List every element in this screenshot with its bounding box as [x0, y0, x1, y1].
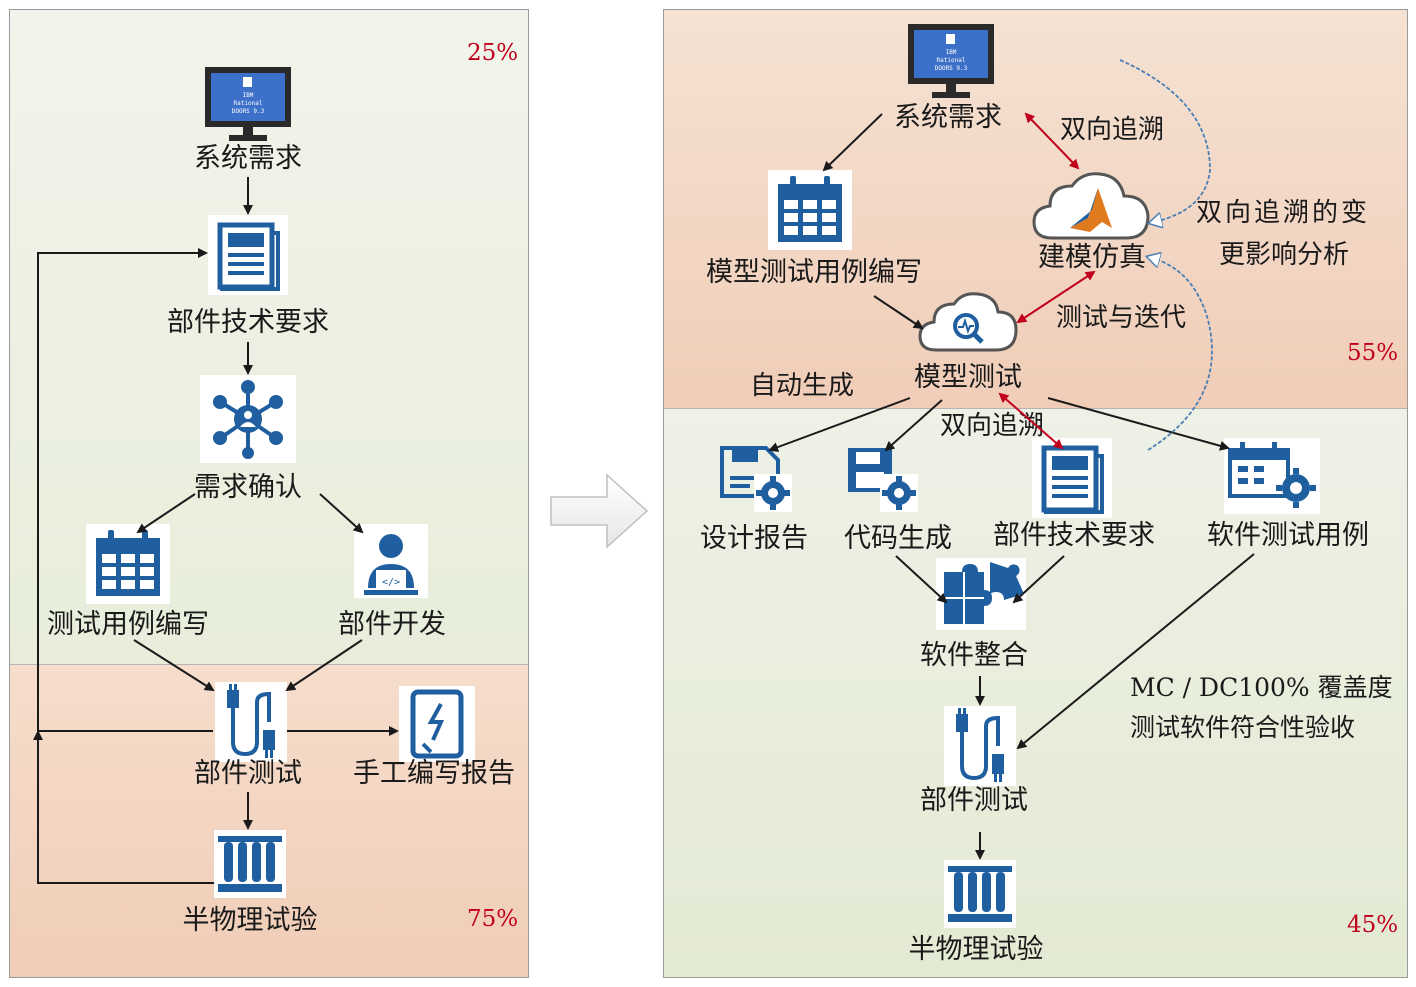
node-hil-test: 半物理试验 [182, 905, 318, 936]
puzzle-integration-icon [936, 558, 1026, 634]
node-software-integration: 软件整合 [920, 640, 1028, 671]
cable-test-icon [944, 706, 1016, 790]
software-test-case-icon [1224, 438, 1320, 518]
model-based-process-panel: 55% 45% IBM Rational DOORS 9.3 系统需求 [663, 9, 1408, 978]
design-report-icon [716, 442, 796, 522]
annotation-change-impact-2: 更影响分析 [1219, 240, 1350, 270]
node-requirement-confirmation: 需求确认 [194, 472, 302, 503]
analysis-cloud-icon [918, 290, 1018, 360]
node-model-test-case-writing: 模型测试用例编写 [706, 257, 922, 288]
node-model-test: 模型测试 [914, 362, 1022, 393]
transition-arrow-icon [549, 471, 649, 555]
node-system-requirements: 系统需求 [194, 143, 302, 174]
doors-monitor-icon: IBM Rational DOORS 9.3 [906, 22, 996, 104]
calendar-icon [86, 524, 170, 608]
monitor-text-2: Rational [234, 100, 263, 107]
calendar-icon [768, 170, 852, 254]
monitor-text-2: Rational [937, 57, 966, 64]
node-code-generation: 代码生成 [844, 523, 952, 554]
monitor-text-1: IBM [946, 49, 957, 56]
node-modeling-simulation: 建模仿真 [1038, 242, 1146, 273]
monitor-text-1: IBM [243, 92, 254, 99]
node-component-test: 部件测试 [920, 785, 1028, 816]
document-icon [208, 215, 288, 299]
monitor-text-3: DOORS 9.3 [935, 65, 968, 72]
node-test-case-writing: 测试用例编写 [47, 609, 209, 640]
network-icon [200, 375, 296, 467]
annotation-bidirectional-trace: 双向追溯 [1060, 115, 1165, 145]
code-generation-icon [842, 442, 922, 522]
test-tubes-icon [944, 860, 1016, 932]
node-manual-report: 手工编写报告 [353, 758, 515, 789]
node-component-spec: 部件技术要求 [993, 520, 1155, 551]
node-software-test-case: 软件测试用例 [1207, 520, 1369, 551]
developer-icon: </> [354, 524, 428, 602]
document-icon [1032, 438, 1112, 522]
doors-monitor-icon: IBM Rational DOORS 9.3 [203, 65, 293, 147]
node-component-test: 部件测试 [194, 758, 302, 789]
annotation-coverage-1: MC / DC100% 覆盖度 [1130, 673, 1393, 702]
monitor-text-3: DOORS 9.3 [232, 108, 265, 115]
percent-bottom-label: 75% [467, 906, 519, 932]
annotation-bidirectional-trace-2: 双向追溯 [940, 411, 1045, 441]
simulink-cloud-icon [1030, 172, 1152, 248]
annotation-auto-generate: 自动生成 [750, 371, 855, 401]
node-component-spec: 部件技术要求 [167, 307, 329, 338]
test-tubes-icon [214, 830, 286, 902]
node-component-development: 部件开发 [338, 609, 446, 640]
manual-report-icon [399, 686, 475, 766]
annotation-coverage-2: 测试软件符合性验收 [1130, 713, 1356, 742]
percent-top-label: 25% [467, 40, 519, 66]
legacy-process-panel: 25% 75% IBM Rational DOORS 9.3 系统需求 部件技术… [9, 9, 529, 978]
annotation-test-iterate: 测试与迭代 [1056, 303, 1187, 333]
percent-bottom-label: 45% [1347, 912, 1399, 938]
annotation-change-impact-1: 双向追溯的变 [1196, 198, 1371, 228]
cable-test-icon [215, 682, 287, 766]
percent-top-label: 55% [1347, 340, 1399, 366]
node-hil-test: 半物理试验 [908, 934, 1044, 965]
node-design-report: 设计报告 [700, 523, 808, 554]
svg-text:</>: </> [382, 577, 400, 588]
node-system-requirements: 系统需求 [894, 102, 1002, 133]
